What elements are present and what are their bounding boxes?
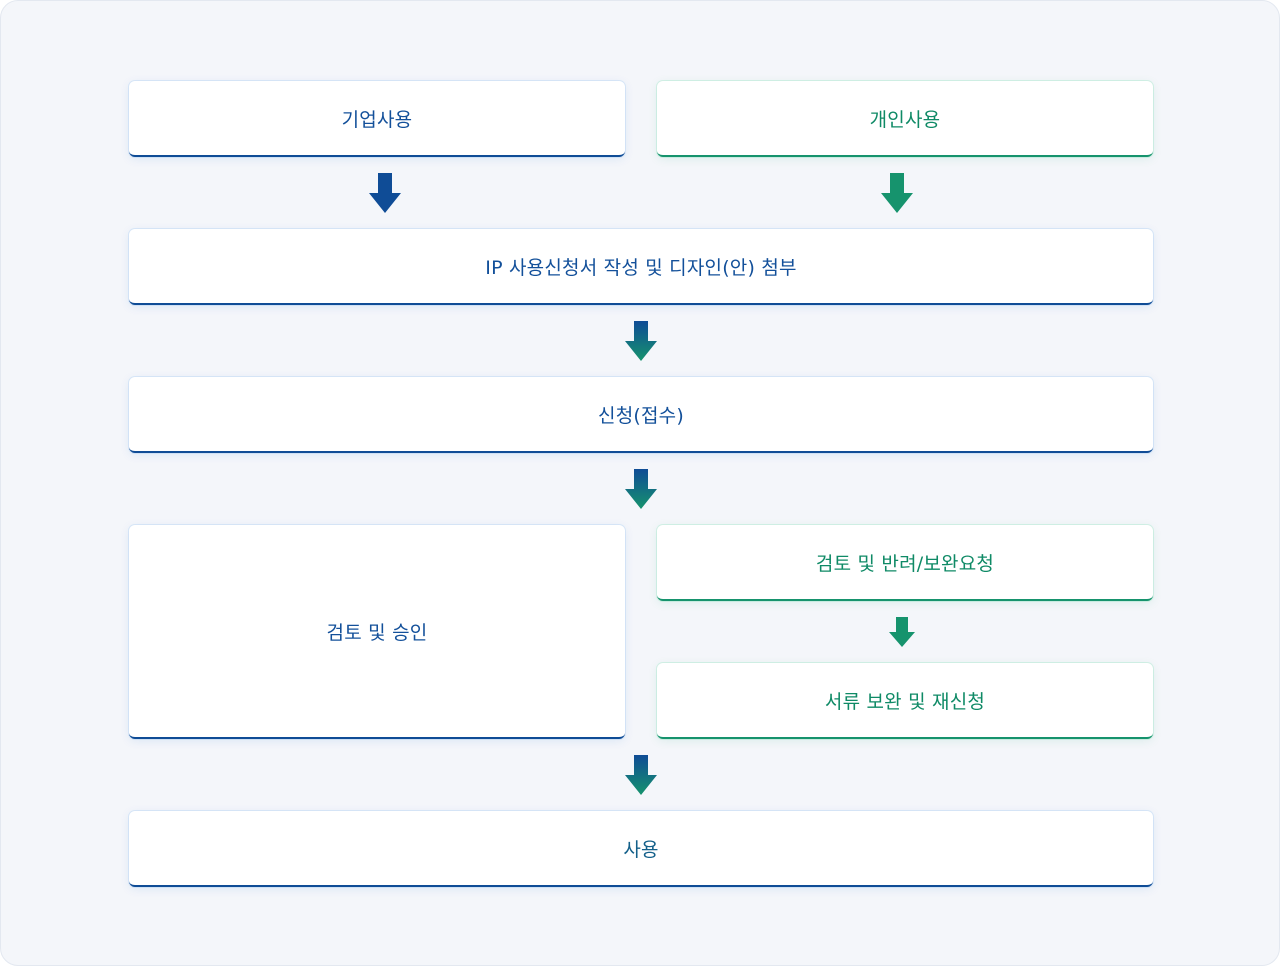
step-application-received-label: 신청(접수) xyxy=(598,404,684,427)
step-use-label: 사용 xyxy=(623,838,659,861)
step-resubmit: 서류 보완 및 재신청 xyxy=(657,663,1153,739)
step-personal-use-label: 개인사용 xyxy=(869,108,941,131)
step-review-return-label: 검토 및 반려/보완요청 xyxy=(815,552,995,575)
arrow-down-icon xyxy=(889,617,915,647)
step-corporate-use: 기업사용 xyxy=(129,81,625,157)
step-review-approval-label: 검토 및 승인 xyxy=(326,621,428,644)
arrow-down-icon xyxy=(369,173,401,213)
step-corporate-use-label: 기업사용 xyxy=(341,108,413,131)
arrow-down-icon xyxy=(625,469,657,509)
step-review-return: 검토 및 반려/보완요청 xyxy=(657,525,1153,601)
step-ip-application: IP 사용신청서 작성 및 디자인(안) 첨부 xyxy=(129,229,1153,305)
step-review-approval: 검토 및 승인 xyxy=(129,525,625,739)
arrow-down-icon xyxy=(625,321,657,361)
step-resubmit-label: 서류 보완 및 재신청 xyxy=(824,690,986,713)
step-use: 사용 xyxy=(129,811,1153,887)
step-ip-application-label: IP 사용신청서 작성 및 디자인(안) 첨부 xyxy=(485,256,797,279)
step-application-received: 신청(접수) xyxy=(129,377,1153,453)
step-personal-use: 개인사용 xyxy=(657,81,1153,157)
arrow-down-icon xyxy=(881,173,913,213)
arrow-down-icon xyxy=(625,755,657,795)
